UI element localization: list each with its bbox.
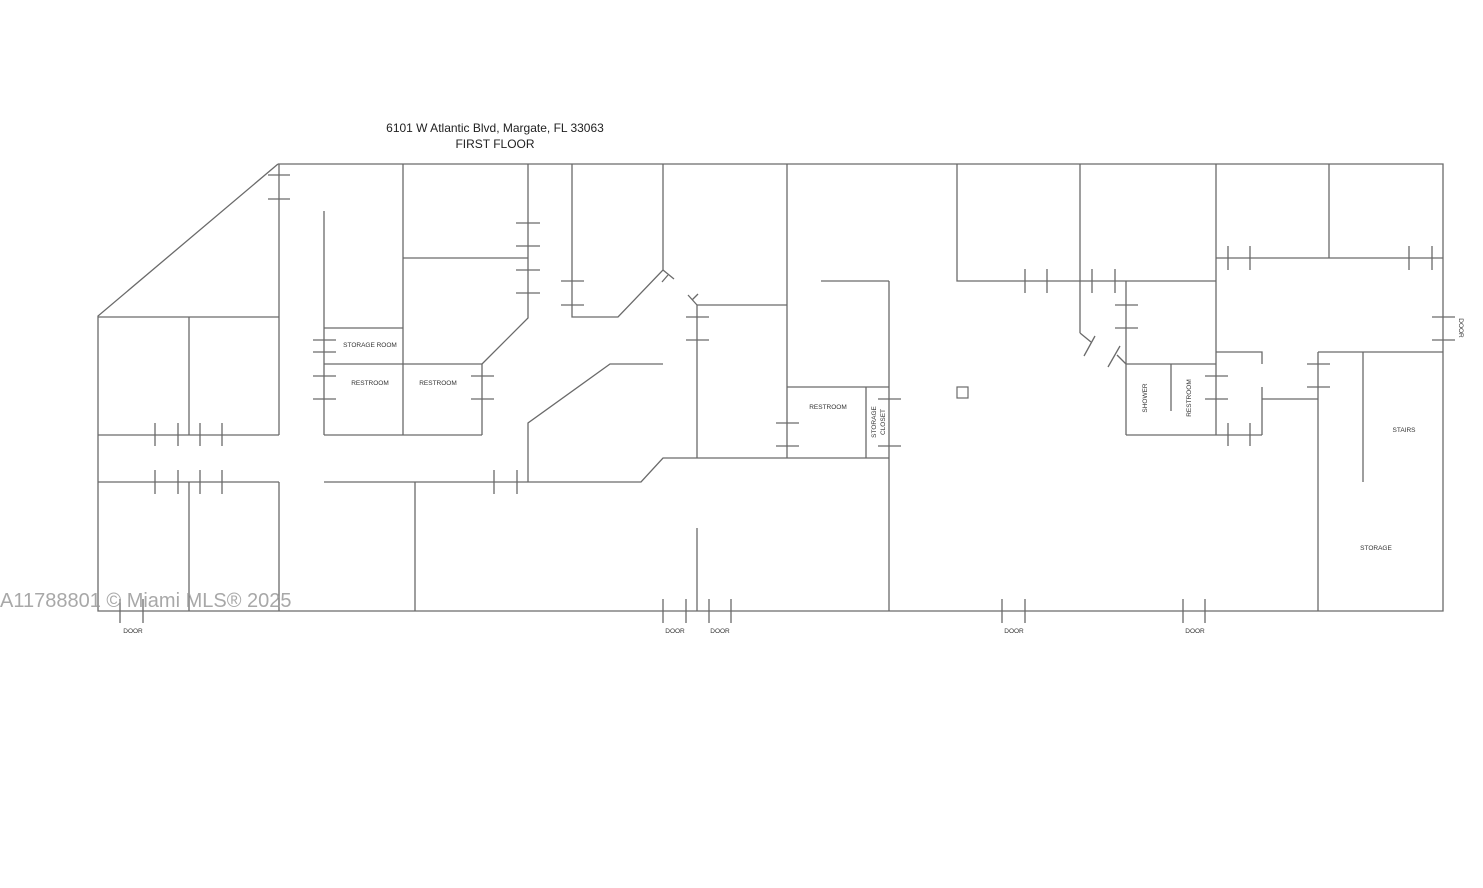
door-label: DOOR [710,628,730,635]
label-storage: STORAGE [1360,545,1392,552]
label-restroom-3: RESTROOM [809,404,847,411]
door-label: DOOR [1004,628,1024,635]
label-restroom-1: RESTROOM [351,380,389,387]
label-restroom-2: RESTROOM [419,380,457,387]
label-storage-closet-2: CLOSET [880,409,887,435]
label-restroom-4: RESTROOM [1186,379,1193,417]
label-storage-closet-1: STORAGE [871,406,878,438]
door-label: DOOR [1185,628,1205,635]
door-markers [119,174,1455,623]
watermark: A11788801 © Miami MLS® 2025 [0,590,291,612]
floor-title: FIRST FLOOR [455,137,534,151]
door-label: DOOR [123,628,143,635]
walls [97,163,1444,612]
label-storage-room: STORAGE ROOM [343,342,397,349]
label-stairs: STAIRS [1393,427,1417,434]
door-label: DOOR [665,628,685,635]
label-shower: SHOWER [1142,383,1149,413]
address-title: 6101 W Atlantic Blvd, Margate, FL 33063 [386,121,604,135]
door-label: DOOR [1457,318,1464,338]
